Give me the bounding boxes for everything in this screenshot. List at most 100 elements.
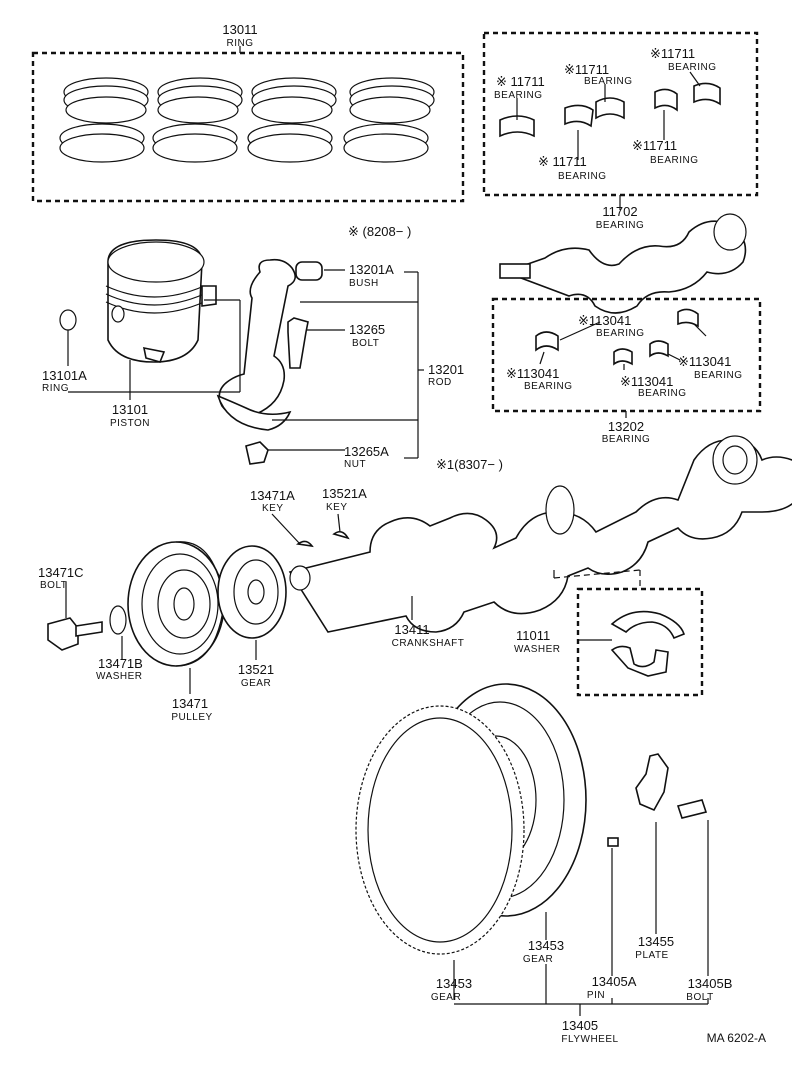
crankshaft-body	[288, 439, 792, 633]
rod-bearing-2-number: ※113041	[506, 366, 559, 381]
pulley-bolt-name: BOLT	[40, 580, 67, 591]
plate-shape	[635, 753, 669, 812]
bearing-shell-2	[564, 104, 594, 128]
rod-bearing-3-name: BEARING	[638, 388, 687, 399]
bearing-c-number: ※11711	[650, 46, 695, 61]
ring-set-box	[31, 51, 465, 203]
piston-ring-stack-1	[59, 77, 149, 163]
plate-number: 13455	[638, 934, 674, 949]
thrust-washer-number: 11011	[516, 628, 550, 643]
flywheel-number: 13405	[562, 1018, 598, 1033]
bearing-e-number: ※11711	[632, 138, 677, 153]
timing-gear	[217, 545, 287, 639]
pulley-bolt-head	[47, 617, 79, 651]
washer-name: WASHER	[96, 671, 143, 682]
bearing-d-number: ※ 11711	[538, 154, 587, 169]
rod-bearing-group: ※113041 BEARING ※113041 BEARING ※113041 …	[491, 297, 762, 445]
flywheel-bolt-name: BOLT	[686, 992, 713, 1003]
rod-name: ROD	[428, 377, 452, 388]
rod-bush	[295, 261, 323, 281]
thrust-washer-name: WASHER	[514, 644, 561, 655]
bearing-shell-5	[693, 82, 721, 106]
ring-gear-b-name: GEAR	[523, 954, 553, 965]
bearing-a-name: BEARING	[494, 90, 543, 101]
crank-serial-note: ※1(8307− )	[436, 457, 503, 472]
pin-name: PIN	[587, 990, 605, 1001]
key-b-number: 13521A	[322, 486, 367, 501]
pulley-number: 13471	[172, 696, 208, 711]
thrust-washer-shape	[610, 645, 669, 677]
pulley-bolt-number: 13471C	[38, 565, 84, 580]
crankshaft-group: 13411 CRANKSHAFT	[288, 435, 792, 649]
piston-number: 13101	[112, 402, 148, 417]
rod-bearing-name: BEARING	[602, 434, 651, 445]
ring-name: RING	[227, 38, 254, 49]
bearing-b-number: ※11711	[564, 62, 609, 77]
rod-bearing-shell-2	[613, 348, 633, 366]
rod-bearing-shell-4	[677, 308, 699, 328]
upper-crankshaft-nose	[499, 263, 531, 279]
rod-bearing-shell-1	[535, 331, 559, 352]
ring-number: 13011	[222, 22, 257, 37]
rod-bearing-shell-3	[649, 340, 669, 358]
main-bearing-group: ※ 11711 BEARING ※11711 BEARING ※11711 BE…	[482, 31, 759, 197]
nut-name: NUT	[344, 459, 366, 470]
ring-gear-a-number: 13453	[436, 976, 472, 991]
connecting-rod-group: 13201A BUSH 13265 BOLT 13201 ROD 13265A …	[216, 258, 464, 470]
pulley-group: 13471C BOLT 13471B WASHER 13471 PULLEY 1…	[38, 541, 287, 723]
rod-bearing-1-name: BEARING	[596, 328, 645, 339]
piston-ring-name: RING	[42, 383, 69, 394]
bearing-a-number: ※ 11711	[496, 74, 545, 89]
rod-bearing-3-number: ※113041	[620, 374, 673, 389]
connecting-rod-cap	[216, 394, 292, 431]
plate-name: PLATE	[635, 950, 668, 961]
piston-name: PISTON	[110, 418, 150, 429]
pulley-washer	[109, 605, 127, 635]
thrust-washer-box	[576, 587, 704, 697]
bearing-c-name: BEARING	[668, 62, 717, 73]
pin-number: 13405A	[592, 974, 637, 989]
rod-bolt-shape	[287, 317, 309, 369]
rod-bearing-number: 13202	[608, 419, 644, 434]
ring-set-group: 13011 RING	[31, 22, 465, 203]
rod-nut-shape	[245, 441, 269, 465]
flywheel-bolt-shape	[676, 799, 708, 819]
bush-name: BUSH	[349, 278, 379, 289]
rod-bearing-box	[491, 297, 762, 413]
rod-bearing-1-number: ※113041	[578, 313, 631, 328]
bearing-d-name: BEARING	[558, 171, 607, 182]
piston-group: 13101A RING 13101 PISTON	[42, 239, 241, 429]
crank-bearing-number: 11702	[602, 204, 637, 219]
piston-ring-stack-3	[247, 77, 337, 163]
crankshaft-name: CRANKSHAFT	[392, 638, 465, 649]
bush-number: 13201A	[349, 262, 394, 277]
gear-name: GEAR	[241, 678, 271, 689]
key-b-shape	[332, 530, 350, 540]
crank-bearing-ring	[545, 485, 575, 535]
ring-gear-b-number: 13453	[528, 938, 564, 953]
pulley-bolt-thread	[75, 621, 103, 637]
rod-bolt-number: 13265	[349, 322, 385, 337]
rod-number: 13201	[428, 362, 464, 377]
crankshaft-number: 13411	[394, 622, 429, 637]
rod-bearing-2-name: BEARING	[524, 381, 573, 392]
piston-pin	[201, 285, 217, 307]
keys-group: 13471A KEY 13521A KEY	[250, 486, 367, 548]
upper-crankshaft-body	[502, 220, 747, 314]
bearing-shell-3	[595, 97, 625, 120]
rod-bearing-4-number: ※113041	[678, 354, 731, 369]
ring-gear-a-name: GEAR	[431, 992, 461, 1003]
bearing-e-name: BEARING	[650, 155, 699, 166]
piston-ring-stack-2	[152, 77, 243, 163]
piston-ring-stack-4	[343, 77, 435, 163]
rod-bearing-4-name: BEARING	[694, 370, 743, 381]
rod-serial-note: ※ (8208− )	[348, 224, 411, 239]
bearing-shell-4	[654, 88, 678, 112]
flywheel-bolt-number: 13405B	[688, 976, 733, 991]
flywheel-pin-shape	[607, 837, 619, 847]
washer-number: 13471B	[98, 656, 143, 671]
bearing-b-name: BEARING	[584, 76, 633, 87]
key-a-name: KEY	[262, 503, 284, 514]
